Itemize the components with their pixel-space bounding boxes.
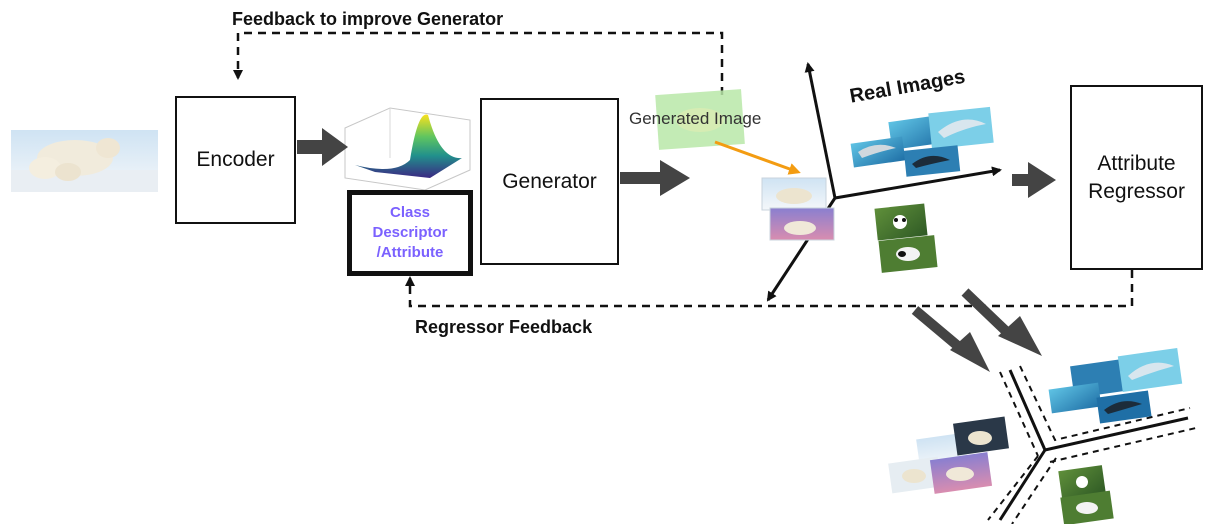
gaussian-surface-icon bbox=[344, 107, 471, 191]
attribute-regressor-line1: Attribute bbox=[1097, 151, 1176, 175]
space-to-regressor-arrow bbox=[1012, 162, 1056, 198]
output-polar-bear-cluster bbox=[888, 416, 1009, 494]
regressor-feedback-loop bbox=[405, 270, 1134, 308]
encoder-label: Encoder bbox=[196, 148, 275, 171]
encoder-block: Encoder bbox=[175, 96, 296, 224]
attribute-regressor-block: Attribute Regressor bbox=[1070, 85, 1203, 270]
panda-cluster bbox=[874, 203, 938, 273]
output-panda-cluster bbox=[1058, 465, 1114, 524]
encoder-to-latent-arrow bbox=[297, 128, 348, 166]
dolphin-cluster bbox=[850, 106, 994, 177]
generated-image-label: Generated Image bbox=[629, 109, 762, 128]
class-descriptor-line3: /Attribute bbox=[376, 244, 444, 261]
attribute-regressor-line2: Regressor bbox=[1088, 179, 1185, 203]
class-descriptor-block: Class Descriptor /Attribute bbox=[347, 190, 473, 276]
generator-to-space-arrow bbox=[620, 160, 690, 196]
regressor-feedback-label: Regressor Feedback bbox=[415, 317, 593, 337]
feedback-top-loop bbox=[233, 31, 724, 95]
output-dolphin-cluster bbox=[1048, 347, 1183, 424]
feedback-top-label: Feedback to improve Generator bbox=[232, 9, 504, 29]
orange-arrow bbox=[714, 140, 801, 175]
generated-image-thumbnail bbox=[655, 89, 745, 150]
partitioned-space bbox=[987, 365, 1197, 524]
polar-bear-cluster bbox=[761, 177, 835, 241]
generator-block: Generator bbox=[480, 98, 619, 265]
class-descriptor-line1: Class bbox=[389, 204, 431, 221]
regressor-to-output-arrows bbox=[911, 288, 1042, 372]
polar-bear-photo-icon bbox=[11, 130, 158, 192]
class-descriptor-line2: Descriptor bbox=[372, 224, 448, 241]
generator-label: Generator bbox=[502, 169, 597, 193]
